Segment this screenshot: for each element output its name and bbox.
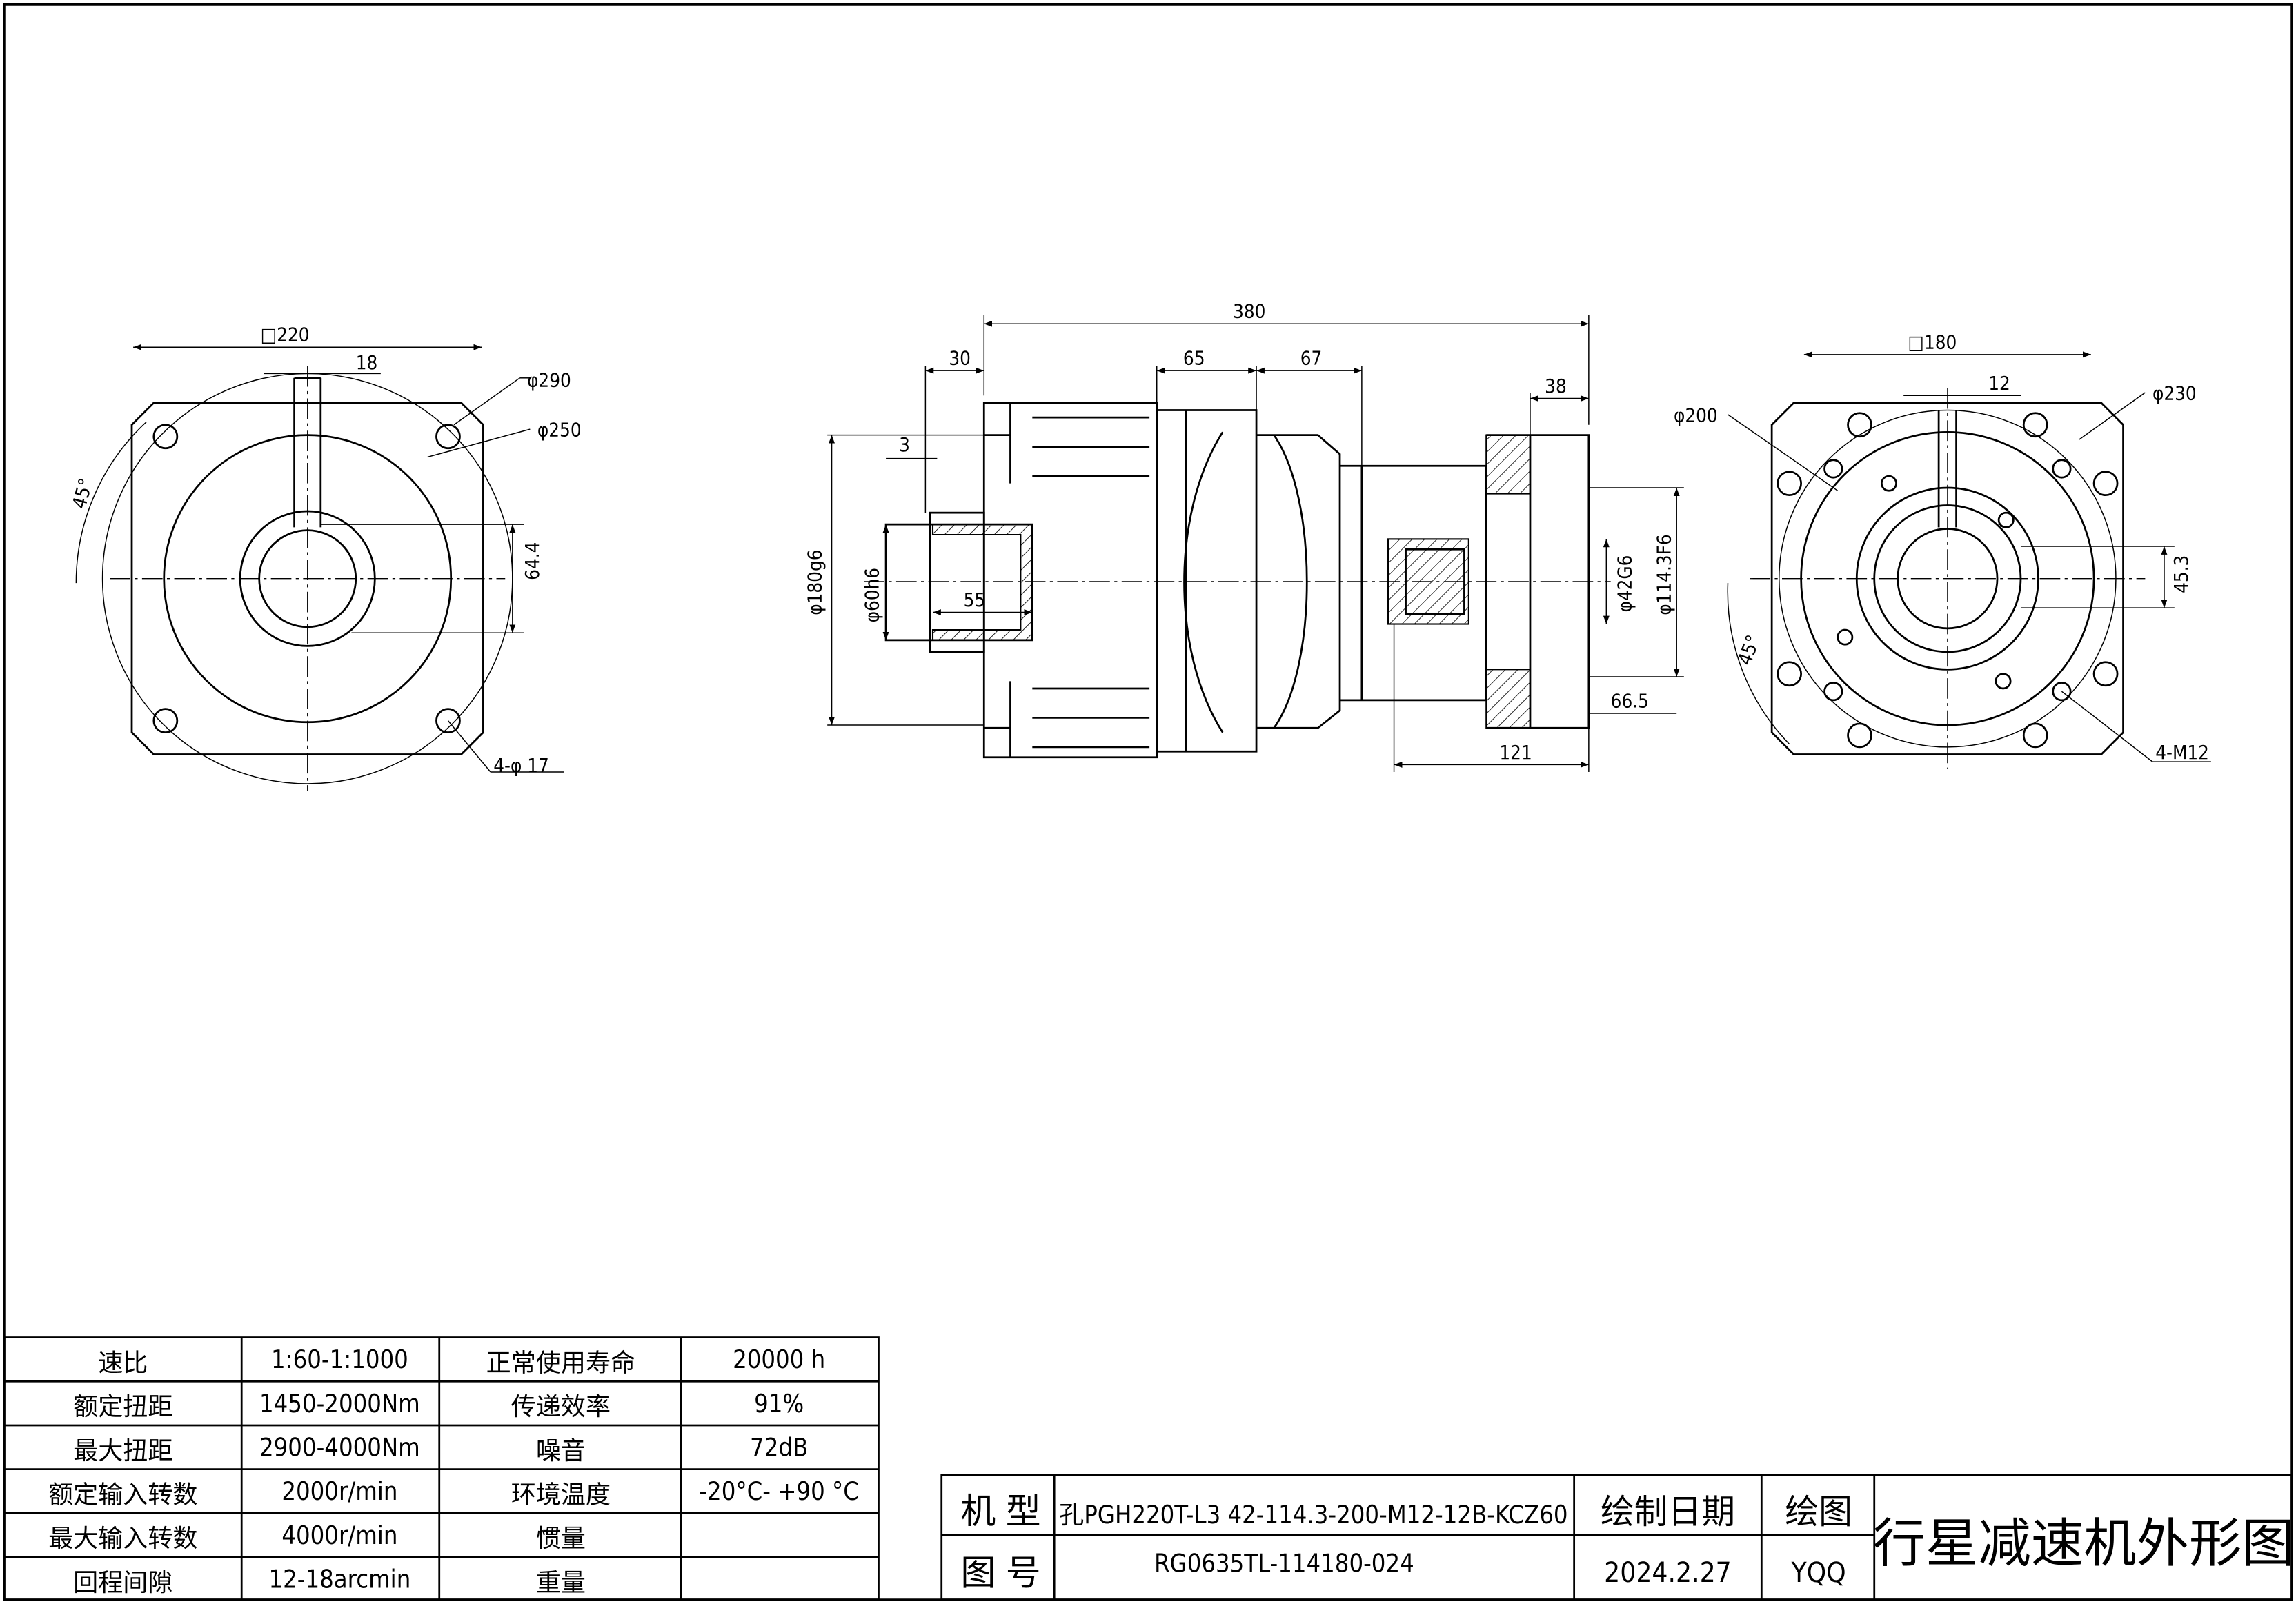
dim-38: 38	[1545, 375, 1567, 397]
dim-3: 3	[899, 433, 910, 456]
drawing-no-value: RG0635TL-114180-024	[1154, 1549, 1414, 1578]
spec-value: 72dB	[750, 1434, 808, 1463]
dim-121: 121	[1499, 741, 1532, 764]
spec-value: 12-18arcmin	[269, 1565, 411, 1594]
dim-45-3: 45.3	[2170, 555, 2193, 593]
spec-value: -20°C- +90 °C	[699, 1477, 859, 1506]
spec-key: 回程间隙	[73, 1568, 172, 1597]
spec-value: 91%	[754, 1389, 804, 1418]
spec-key: 最大输入转数	[48, 1524, 197, 1553]
spec-key: 正常使用寿命	[486, 1348, 635, 1377]
drafter-label: 绘图	[1785, 1492, 1852, 1532]
model-label: 机 型	[960, 1492, 1040, 1532]
spec-key: 额定扭距	[73, 1392, 172, 1421]
dim-d180g6: φ180g6	[804, 550, 827, 615]
dim-4-holes: 4-φ 17	[493, 754, 549, 777]
dim-67: 67	[1300, 347, 1323, 370]
dim-d230: φ230	[2152, 382, 2197, 405]
date-value: 2024.2.27	[1604, 1556, 1732, 1589]
dim-66-5: 66.5	[1611, 690, 1649, 713]
spec-value: 20000 h	[733, 1345, 825, 1374]
title-block: 机 型 孔PGH220T-L3 42-114.3-200-M12-12B-KCZ…	[940, 1474, 2295, 1601]
spec-key: 惯量	[536, 1524, 586, 1553]
dim-d42g6: φ42G6	[1613, 555, 1636, 613]
spec-key: 最大扭距	[73, 1436, 172, 1465]
dim-380: 380	[1233, 300, 1265, 323]
spec-key: 传递效率	[511, 1392, 611, 1421]
dim-d114-3f6: φ114.3F6	[1653, 534, 1676, 615]
dim-d250: φ250	[537, 419, 582, 442]
input-end-view: □180 12 φ200 φ230 45.3 45° 4-M12	[1674, 330, 2211, 769]
dim-key-18: 18	[356, 351, 378, 374]
date-label: 绘制日期	[1601, 1492, 1735, 1532]
dim-d60h6: φ60h6	[860, 568, 883, 622]
spec-value: 1:60-1:1000	[271, 1345, 408, 1374]
side-section-view: 380 30 65 67 38 3 φ180g6 φ60h6 55 φ42G6 …	[804, 300, 1684, 772]
spec-key: 重量	[536, 1568, 586, 1597]
drawing-title: 行星减速机外形图	[1873, 1513, 2295, 1574]
dim-d200: φ200	[1674, 404, 1718, 427]
dim-30: 30	[949, 347, 971, 370]
model-value: 孔PGH220T-L3 42-114.3-200-M12-12B-KCZ60	[1059, 1501, 1567, 1529]
spec-value: 2900-4000Nm	[259, 1434, 420, 1463]
dim-65: 65	[1183, 347, 1205, 370]
drafter-value: YQQ	[1790, 1556, 1845, 1589]
output-end-view: □220 18 φ290 φ250 64.4 45° 4-φ 17	[68, 324, 582, 791]
dim-angle-45: 45°	[68, 476, 97, 511]
spec-value: 4000r/min	[281, 1521, 397, 1550]
dim-d290: φ290	[527, 369, 571, 392]
spec-key: 噪音	[536, 1436, 586, 1465]
dim-key-12: 12	[1988, 372, 2010, 395]
spec-table: 速比 1:60-1:1000 正常使用寿命 20000 h 额定扭距 1450-2000…	[3, 1336, 880, 1601]
spec-key: 额定输入转数	[48, 1480, 197, 1509]
spec-value: 1450-2000Nm	[259, 1389, 420, 1418]
dim-64-4: 64.4	[521, 542, 544, 580]
drawing-no-label: 图 号	[960, 1553, 1040, 1594]
dim-4-m12: 4-M12	[2155, 741, 2209, 764]
dim-square-220: □220	[261, 324, 310, 346]
dim-angle-45-right: 45°	[1733, 632, 1765, 669]
dim-55: 55	[964, 588, 986, 611]
spec-value: 2000r/min	[281, 1477, 397, 1506]
spec-key: 速比	[98, 1348, 148, 1377]
dim-square-180: □180	[1908, 330, 1957, 353]
spec-key: 环境温度	[511, 1480, 611, 1509]
